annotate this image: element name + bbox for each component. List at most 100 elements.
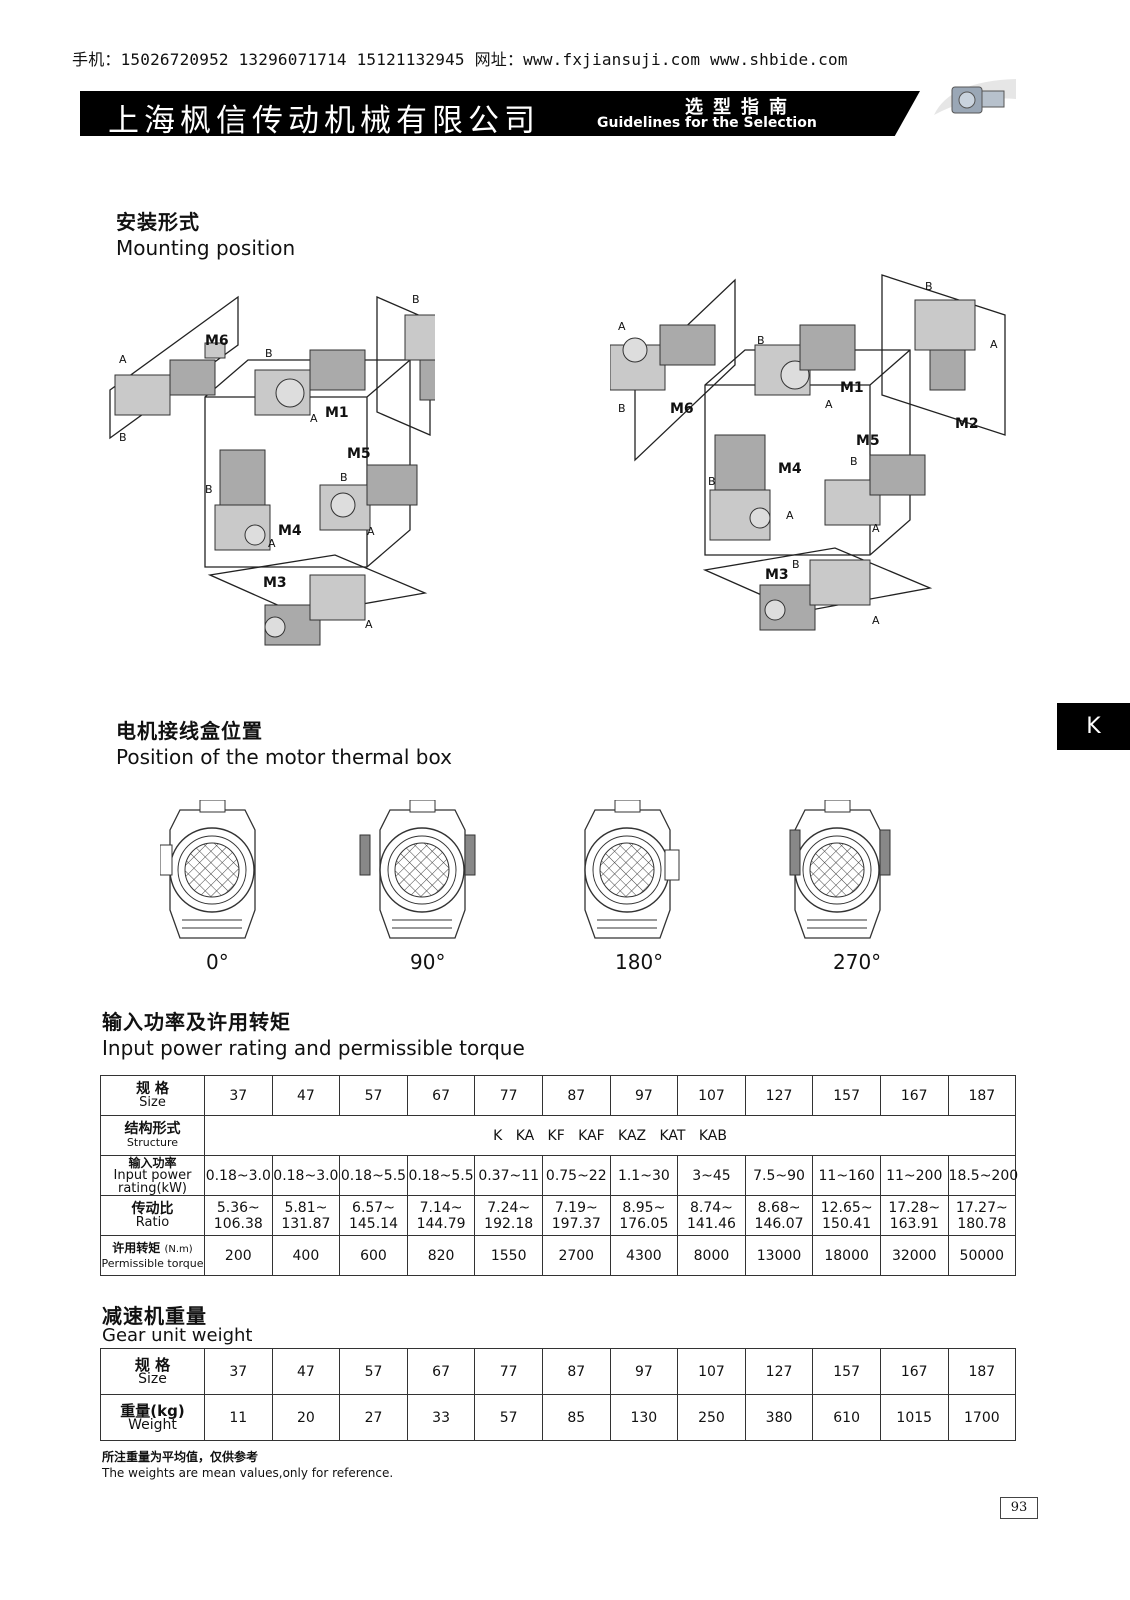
power-cell: 7.5~90 xyxy=(744,1155,814,1196)
angle-90-label: 90° xyxy=(410,950,446,974)
size-cell: 37 xyxy=(204,1075,273,1116)
size-cell: 37 xyxy=(204,1348,273,1395)
size-cell: 57 xyxy=(339,1075,408,1116)
power-cell: 1.1~30 xyxy=(609,1155,679,1196)
torque-cell: 600 xyxy=(339,1235,408,1276)
size-cell: 187 xyxy=(947,1075,1017,1116)
weight-cell: 33 xyxy=(406,1394,476,1441)
label-m4: M4 xyxy=(278,523,302,539)
table-row: 重量(kg)Weight 11 20 27 33 57 85 130 250 3… xyxy=(100,1394,1017,1441)
size-cell: 67 xyxy=(406,1348,476,1395)
ratio-cell: 8.95~176.05 xyxy=(609,1195,679,1236)
label-b: B xyxy=(119,431,127,444)
header-banner: 上海枫信传动机械有限公司 选型指南 Guidelines for the Sel… xyxy=(80,79,1020,139)
torque-cell: 8000 xyxy=(677,1235,746,1276)
power-title-en: Input power rating and permissible torqu… xyxy=(102,1036,525,1060)
label-b: B xyxy=(850,455,858,468)
label-a: A xyxy=(367,525,375,538)
ratio-cell: 8.68~146.07 xyxy=(744,1195,814,1236)
mounting-title-cn: 安装形式 xyxy=(116,210,200,234)
contact-line: 手机：15026720952 13296071714 15121132945 网… xyxy=(72,50,848,69)
weight-cell: 130 xyxy=(609,1394,679,1441)
torque-cell: 13000 xyxy=(744,1235,814,1276)
size-cell: 157 xyxy=(812,1348,881,1395)
torque-cell: 4300 xyxy=(609,1235,679,1276)
structure-value: K KA KF KAF KAZ KAT KAB xyxy=(203,1115,1017,1156)
label-a: A xyxy=(825,398,833,411)
label-m4: M4 xyxy=(778,461,802,477)
gear-unit-logo-icon xyxy=(934,79,1016,115)
label-a: A xyxy=(618,320,626,333)
thermal-0-drawing xyxy=(160,800,256,939)
ratio-cell: 7.19~197.37 xyxy=(541,1195,611,1236)
label-b: B xyxy=(265,347,273,360)
ratio-cell: 7.24~192.18 xyxy=(474,1195,543,1236)
label-a: A xyxy=(872,614,880,627)
label-m5: M5 xyxy=(347,446,371,462)
label-m3: M3 xyxy=(765,567,789,583)
label-a: A xyxy=(310,412,318,425)
torque-cell: 1550 xyxy=(474,1235,543,1276)
guide-title-cn: 选型指南 xyxy=(685,97,797,118)
power-cell: 0.75~22 xyxy=(541,1155,611,1196)
label-m1: M1 xyxy=(840,380,864,396)
label-b: B xyxy=(925,280,933,293)
section-tab: K xyxy=(1057,703,1130,750)
label-m3: M3 xyxy=(263,575,287,591)
label-b: B xyxy=(340,471,348,484)
ratio-cell: 8.74~141.46 xyxy=(677,1195,746,1236)
thermal-box-drawings xyxy=(160,800,891,939)
size-cell: 57 xyxy=(339,1348,408,1395)
mounting-diagram-right: M6 M1 M2 M5 M4 M3 A B B A B A B A B A B … xyxy=(610,274,1006,631)
ratio-cell: 17.28~163.91 xyxy=(879,1195,949,1236)
label-a: A xyxy=(365,618,373,631)
power-cell: 11~200 xyxy=(879,1155,949,1196)
torque-cell: 200 xyxy=(204,1235,273,1276)
ratio-cell: 17.27~180.78 xyxy=(947,1195,1017,1236)
weight-cell: 85 xyxy=(541,1394,611,1441)
weight-cell: 1700 xyxy=(947,1394,1017,1441)
mounting-title-en: Mounting position xyxy=(116,236,296,260)
weight-cell: 27 xyxy=(339,1394,408,1441)
size-cell: 87 xyxy=(541,1348,611,1395)
thermal-title-cn: 电机接线盒位置 xyxy=(116,719,263,743)
power-cell: 18.5~200 xyxy=(947,1155,1018,1196)
label-b: B xyxy=(708,475,716,488)
weight-cell: 57 xyxy=(474,1394,543,1441)
size-cell: 97 xyxy=(609,1075,679,1116)
torque-cell: 32000 xyxy=(879,1235,949,1276)
label-b: B xyxy=(618,402,626,415)
torque-cell: 50000 xyxy=(947,1235,1017,1276)
size-cell: 167 xyxy=(879,1348,949,1395)
power-cell: 11~160 xyxy=(812,1155,881,1196)
label-b: B xyxy=(205,483,213,496)
label-m1: M1 xyxy=(325,405,349,421)
label-m6: M6 xyxy=(205,333,229,349)
size-cell: 187 xyxy=(947,1348,1017,1395)
label-m5: M5 xyxy=(856,433,880,449)
weight-cell: 250 xyxy=(677,1394,746,1441)
size-cell: 67 xyxy=(406,1075,476,1116)
weight-cell: 380 xyxy=(744,1394,814,1441)
torque-cell: 18000 xyxy=(812,1235,881,1276)
ratio-cell: 5.36~106.38 xyxy=(204,1195,273,1236)
power-cell: 0.18~3.0 xyxy=(204,1155,273,1196)
weight-note-cn: 所注重量为平均值，仅供参考 xyxy=(102,1450,259,1464)
label-b: B xyxy=(412,293,420,306)
weight-header: 重量(kg)Weight xyxy=(100,1394,205,1441)
guide-title-en: Guidelines for the Selection xyxy=(597,115,817,131)
ratio-cell: 12.65~150.41 xyxy=(812,1195,881,1236)
size-cell: 157 xyxy=(812,1075,881,1116)
label-a: A xyxy=(119,353,127,366)
label-m2: M2 xyxy=(955,416,979,432)
